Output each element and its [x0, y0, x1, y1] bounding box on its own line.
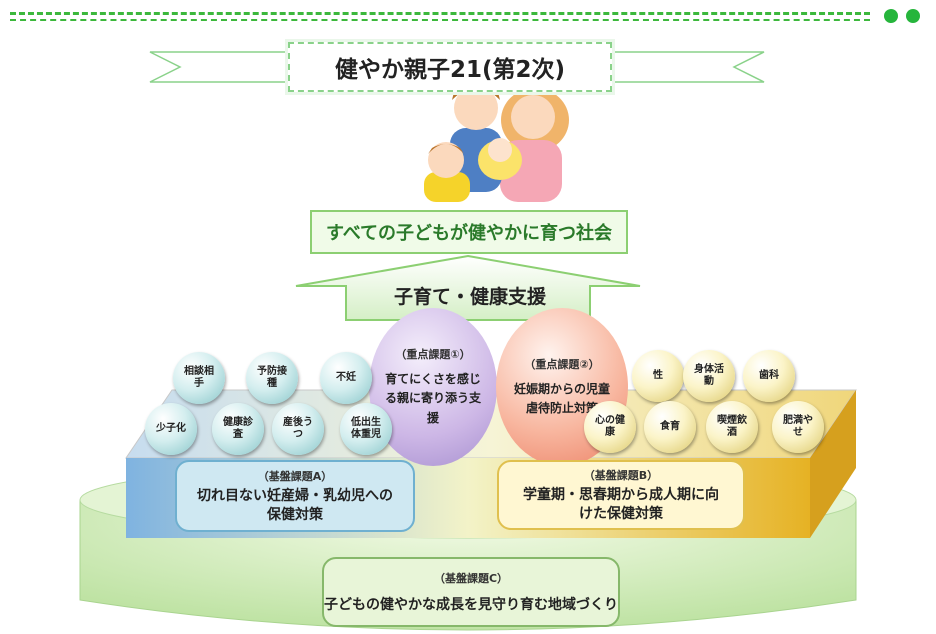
ribbon-right-tail [605, 51, 765, 83]
focus-issue-2: （重点課題②） 妊娠期からの児童虐待防止対策 [496, 308, 628, 466]
bubble-shintai: 身体活動 [683, 350, 735, 402]
bubble-label: 相談相手 [184, 366, 214, 389]
bubble-label: 心の健康 [595, 415, 625, 438]
base-issue-c: （基盤課題C） 子どもの健やかな成長を見守り育む地域づくり [322, 557, 620, 627]
base-a-tag: （基盤課題A） [257, 469, 333, 483]
bubble-label: 歯科 [759, 370, 779, 381]
base-issue-b: （基盤課題B） 学童期・思春期から成人期に向けた保健対策 [497, 460, 745, 530]
base-b-tag: （基盤課題B） [583, 468, 659, 482]
header-dashed-line-2 [10, 19, 870, 21]
bubble-label: 喫煙飲酒 [717, 415, 747, 438]
focus-issue-1: （重点課題①） 育てにくさを感じる親に寄り添う支援 [369, 308, 497, 466]
bubble-teishussei: 低出生体重児 [340, 403, 392, 455]
base-c-text: 子どもの健やかな成長を見守り育む地域づくり [324, 597, 618, 613]
bubble-funin: 不妊 [320, 352, 372, 404]
focus-1-tag: （重点課題①） [395, 348, 471, 362]
focus-1-text: 育てにくさを感じる親に寄り添う支援 [384, 372, 481, 425]
family-illustration [424, 86, 569, 202]
bubble-label: 少子化 [156, 423, 186, 434]
focus-2-tag: （重点課題②） [524, 357, 600, 371]
support-arrow-label: 子育て・健康支援 [393, 286, 546, 308]
bubble-label: 食育 [660, 421, 680, 432]
bubble-sango: 産後うつ [272, 403, 324, 455]
bubble-kokoro: 心の健康 [584, 401, 636, 453]
page-title: 健やか親子21(第2次) [288, 42, 612, 92]
bubble-shoushika: 少子化 [145, 403, 197, 455]
green-dot-icon [884, 9, 898, 23]
bubble-shika: 歯科 [743, 350, 795, 402]
bubble-shokuiku: 食育 [644, 401, 696, 453]
base-c-tag: （基盤課題C） [433, 572, 509, 585]
bubble-sei: 性 [632, 350, 684, 402]
goal-text: すべての子どもが健やかに育つ社会 [325, 223, 613, 244]
bubble-label: 肥満やせ [783, 415, 813, 438]
bubble-label: 性 [653, 370, 663, 381]
bubble-label: 健康診査 [223, 417, 253, 440]
focus-2-text: 妊娠期からの児童虐待防止対策 [513, 381, 610, 415]
base-b-text: 学童期・思春期から成人期に向けた保健対策 [523, 486, 719, 522]
bubble-label: 産後うつ [283, 417, 313, 440]
goal-box: すべての子どもが健やかに育つ社会 [310, 210, 628, 254]
bubble-soudan: 相談相手 [173, 352, 225, 404]
base-issue-a: （基盤課題A） 切れ目ない妊産婦・乳幼児への保健対策 [175, 460, 415, 532]
bubble-yobou: 予防接種 [246, 352, 298, 404]
bubble-kenshin: 健康診査 [212, 403, 264, 455]
bubble-label: 身体活動 [694, 364, 724, 387]
header-dashed-line [10, 12, 870, 15]
bubble-kitsuen: 喫煙飲酒 [706, 401, 758, 453]
base-a-text: 切れ目ない妊産婦・乳幼児への保健対策 [197, 487, 393, 523]
bubble-label: 予防接種 [257, 366, 287, 389]
bubble-label: 不妊 [336, 372, 356, 383]
title-text: 健やか親子21(第2次) [334, 57, 566, 83]
bubble-himan: 肥満やせ [772, 401, 824, 453]
green-dot-icon [906, 9, 920, 23]
ribbon-left-tail [149, 51, 291, 83]
bubble-label: 低出生体重児 [351, 417, 381, 440]
